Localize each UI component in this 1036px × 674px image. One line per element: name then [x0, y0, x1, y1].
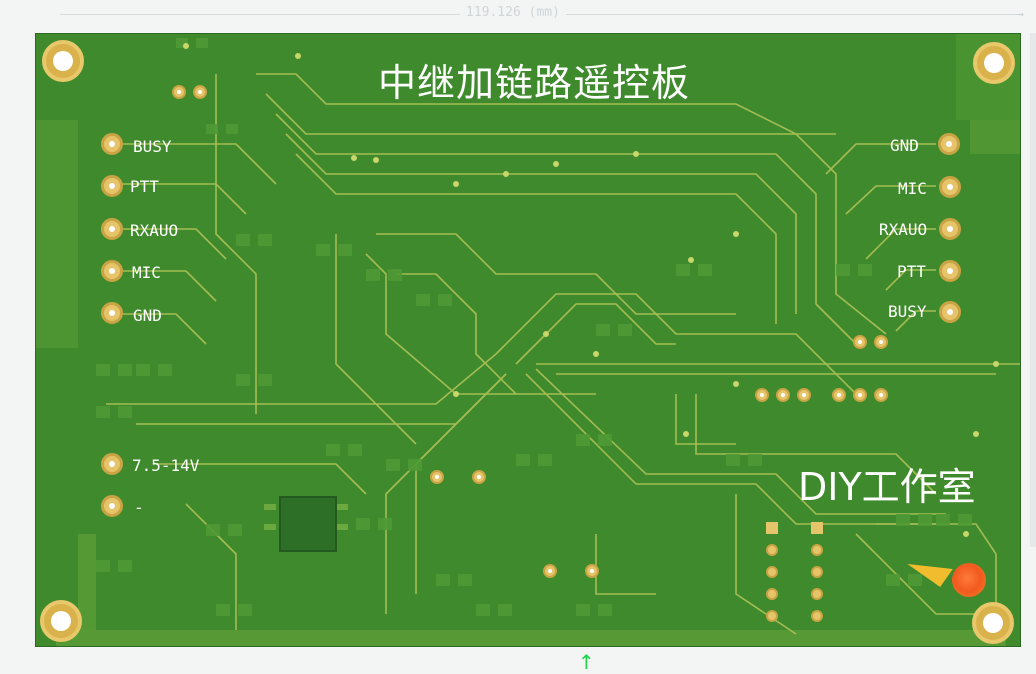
right-pin-busy-pad[interactable]	[939, 301, 961, 323]
left-pin-mic-label: MIC	[132, 263, 161, 282]
mounting-hole-top-right	[973, 42, 1015, 84]
right-pin-rxauo-label: RXAUO	[879, 220, 928, 239]
dimension-arrow-icon: →	[1016, 7, 1024, 21]
power-pin-positive-pad[interactable]	[101, 453, 123, 475]
dimension-label: 119.126 (mm)	[460, 5, 566, 20]
via-row-1	[755, 388, 769, 402]
via-right-b	[874, 335, 888, 349]
left-pin-mic-pad[interactable]	[101, 260, 123, 282]
board-brand: DIY工作室	[798, 465, 976, 509]
cursor-pointer-icon	[952, 563, 986, 597]
via-center-b	[472, 470, 486, 484]
via-row-5	[853, 388, 867, 402]
via-bottom-a	[543, 564, 557, 578]
right-pin-gnd-pad[interactable]	[938, 133, 960, 155]
left-pin-ptt-pad[interactable]	[101, 175, 123, 197]
left-pin-gnd-label: GND	[133, 306, 162, 325]
right-pin-ptt-label: PTT	[897, 262, 926, 281]
power-pin-negative-label: -	[134, 498, 144, 517]
right-pin-mic-label: MIC	[898, 179, 927, 198]
right-pin-busy-label: BUSY	[888, 302, 927, 321]
via-row-3	[797, 388, 811, 402]
vertical-scrollbar[interactable]	[1030, 33, 1036, 547]
via-row-6	[874, 388, 888, 402]
right-pin-gnd-label: GND	[890, 136, 919, 155]
via-top-left-b	[193, 85, 207, 99]
via-right-a	[853, 335, 867, 349]
mounting-hole-bottom-left	[40, 600, 82, 642]
left-pin-busy-label: BUSY	[133, 137, 172, 156]
via-row-2	[776, 388, 790, 402]
mounting-hole-bottom-right	[972, 602, 1014, 644]
via-center-a	[430, 470, 444, 484]
right-pin-ptt-pad[interactable]	[939, 260, 961, 282]
left-pin-rxauo-label: RXAUO	[130, 221, 179, 240]
via-row-4	[832, 388, 846, 402]
pcb-board[interactable]: 中继加链路遥控板 DIY工作室 BUSY PTT RXAUO MIC GND G…	[35, 33, 1021, 647]
left-pin-gnd-pad[interactable]	[101, 302, 123, 324]
left-pin-busy-pad[interactable]	[101, 133, 123, 155]
voltage-regulator-chip	[279, 496, 337, 552]
right-pin-mic-pad[interactable]	[939, 176, 961, 198]
dimension-ruler: 119.126 (mm) →	[60, 5, 1024, 22]
left-pin-ptt-label: PTT	[130, 177, 159, 196]
via-bottom-b	[585, 564, 599, 578]
mounting-hole-top-left	[42, 40, 84, 82]
left-pin-rxauo-pad[interactable]	[101, 218, 123, 240]
right-pin-rxauo-pad[interactable]	[939, 218, 961, 240]
board-title: 中继加链路遥控板	[378, 61, 691, 105]
power-pin-positive-label: 7.5-14V	[132, 456, 200, 475]
power-pin-negative-pad[interactable]	[101, 495, 123, 517]
arrow-up-icon[interactable]: ↑	[578, 650, 595, 674]
via-top-left-a	[172, 85, 186, 99]
